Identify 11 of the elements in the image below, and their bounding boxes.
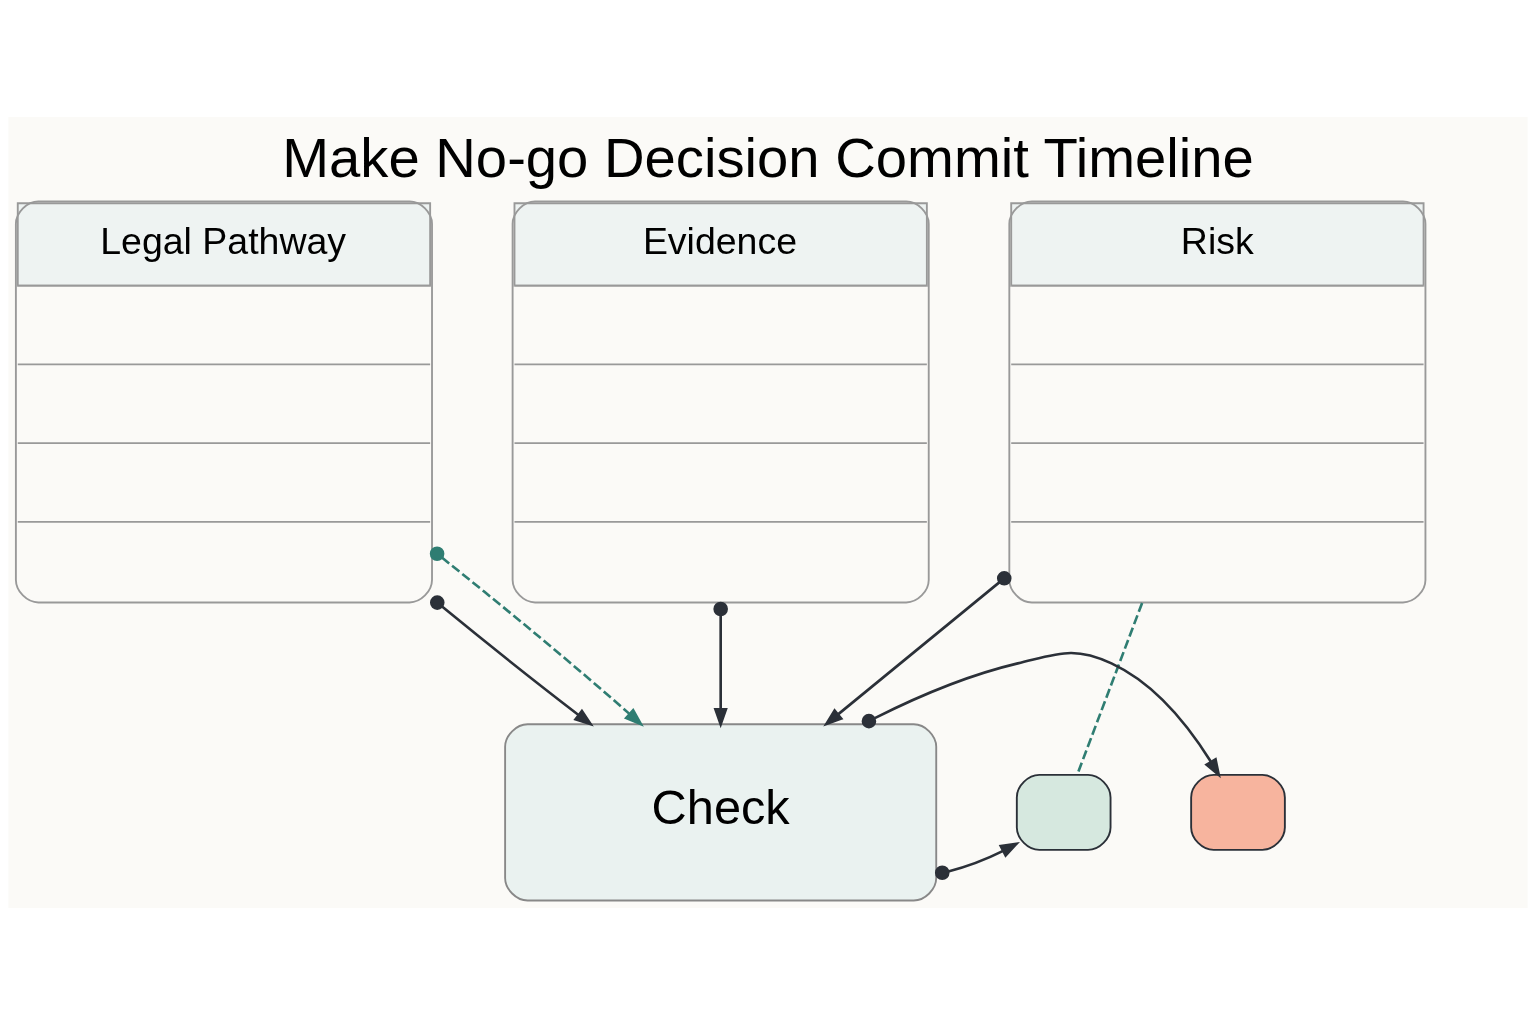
arrow — [429, 594, 594, 727]
arrow — [429, 546, 644, 727]
diagram-title: Make No-go Decision Commit Timeline — [282, 125, 1254, 189]
arrow — [861, 651, 1221, 778]
node-box — [1015, 773, 1112, 851]
node-box — [1190, 773, 1286, 851]
node-box: Check — [504, 722, 938, 901]
arrow — [934, 841, 1020, 880]
arrow — [713, 601, 728, 728]
arrow — [823, 570, 1012, 727]
connector — [1076, 602, 1144, 775]
